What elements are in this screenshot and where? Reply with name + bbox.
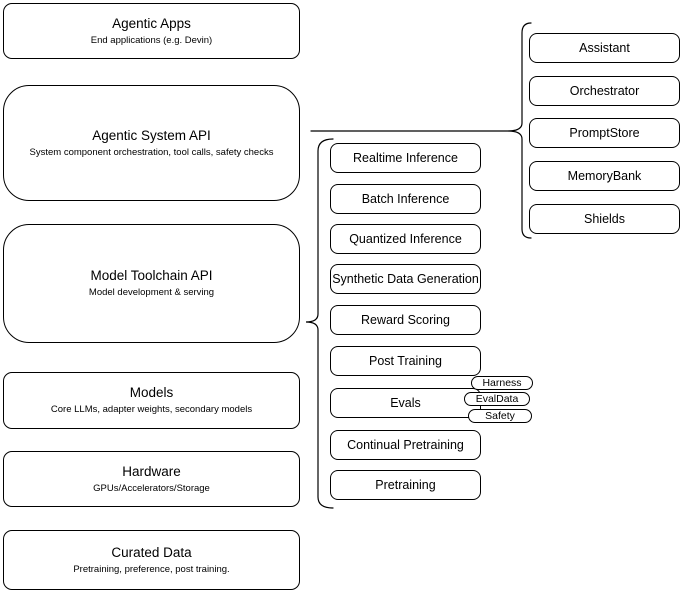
node-pretraining: Pretraining xyxy=(330,470,481,500)
node-title: Agentic System API xyxy=(92,127,211,143)
node-reward-scoring: Reward Scoring xyxy=(330,305,481,335)
node-model-toolchain-api: Model Toolchain API Model development & … xyxy=(3,224,300,343)
node-orchestrator: Orchestrator xyxy=(529,76,680,106)
node-memorybank: MemoryBank xyxy=(529,161,680,191)
tag-safety: Safety xyxy=(468,409,532,423)
node-assistant: Assistant xyxy=(529,33,680,63)
node-curated-data: Curated Data Pretraining, preference, po… xyxy=(3,530,300,590)
node-batch-inference: Batch Inference xyxy=(330,184,481,214)
node-realtime-inference: Realtime Inference xyxy=(330,143,481,173)
node-title: Curated Data xyxy=(111,544,192,560)
node-models: Models Core LLMs, adapter weights, secon… xyxy=(3,372,300,429)
node-subtitle: GPUs/Accelerators/Storage xyxy=(93,482,210,494)
system-components-brace xyxy=(507,22,532,239)
node-continual-pretraining: Continual Pretraining xyxy=(330,430,481,460)
node-promptstore: PromptStore xyxy=(529,118,680,148)
node-agentic-system-api: Agentic System API System component orch… xyxy=(3,85,300,201)
node-title: Models xyxy=(129,385,174,400)
tag-evaldata: EvalData xyxy=(464,392,530,406)
node-agentic-apps: Agentic Apps End applications (e.g. Devi… xyxy=(3,3,300,59)
node-synthetic-data-generation: Synthetic Data Generation xyxy=(330,264,481,294)
toolchain-brace xyxy=(305,138,334,509)
node-quantized-inference: Quantized Inference xyxy=(330,224,481,254)
node-subtitle: Core LLMs, adapter weights, secondary mo… xyxy=(50,404,253,415)
node-title: Hardware xyxy=(122,463,181,479)
node-hardware: Hardware GPUs/Accelerators/Storage xyxy=(3,451,300,507)
node-post-training: Post Training xyxy=(330,346,481,376)
node-shields: Shields xyxy=(529,204,680,234)
node-subtitle: Model development & serving xyxy=(88,287,215,298)
node-subtitle: End applications (e.g. Devin) xyxy=(90,34,213,46)
node-evals: Evals xyxy=(330,388,481,418)
node-title: Agentic Apps xyxy=(112,15,191,31)
tag-harness: Harness xyxy=(471,376,533,390)
node-subtitle: Pretraining, preference, post training. xyxy=(73,563,230,575)
node-title: Model Toolchain API xyxy=(90,268,213,283)
node-subtitle: System component orchestration, tool cal… xyxy=(29,146,274,158)
